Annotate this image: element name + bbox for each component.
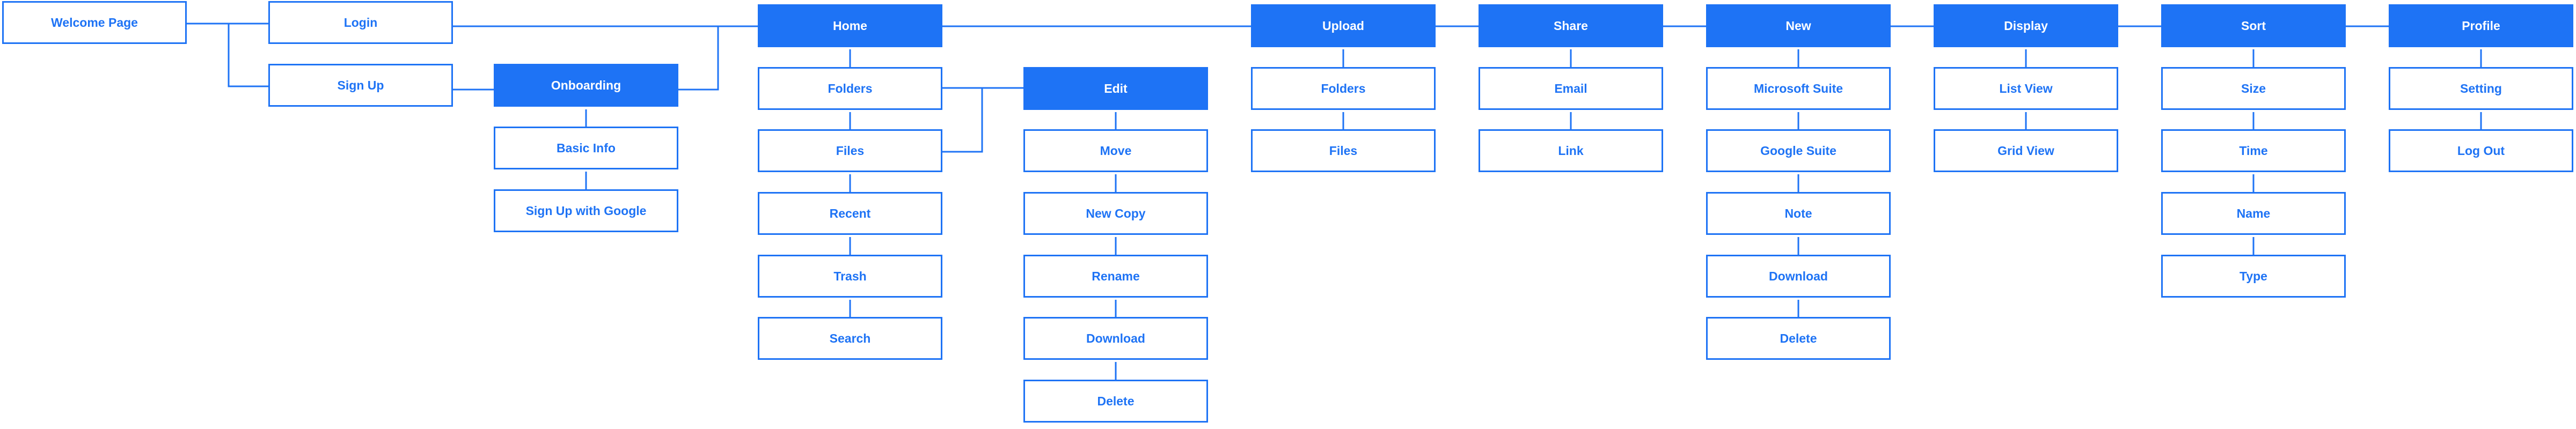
node-sort-name[interactable]: Name	[2161, 192, 2346, 235]
node-edit-delete[interactable]: Delete	[1023, 380, 1208, 423]
node-home-search[interactable]: Search	[758, 317, 942, 360]
connector-welcome-signup	[228, 24, 268, 87]
node-home-folders[interactable]: Folders	[758, 67, 942, 110]
node-new[interactable]: New	[1706, 4, 1891, 47]
node-new-microsoft-suite[interactable]: Microsoft Suite	[1706, 67, 1891, 110]
node-share[interactable]: Share	[1479, 4, 1663, 47]
node-upload-files[interactable]: Files	[1251, 129, 1436, 172]
node-sign-up[interactable]: Sign Up	[268, 64, 453, 107]
node-basic-info[interactable]: Basic Info	[494, 127, 678, 169]
node-share-link[interactable]: Link	[1479, 129, 1663, 172]
node-home-recent[interactable]: Recent	[758, 192, 942, 235]
node-upload[interactable]: Upload	[1251, 4, 1436, 47]
node-display-grid-view[interactable]: Grid View	[1934, 129, 2118, 172]
node-sort-type[interactable]: Type	[2161, 255, 2346, 298]
node-onboarding[interactable]: Onboarding	[494, 64, 678, 107]
node-profile-setting[interactable]: Setting	[2389, 67, 2573, 110]
node-display[interactable]: Display	[1934, 4, 2118, 47]
node-sort-size[interactable]: Size	[2161, 67, 2346, 110]
node-home[interactable]: Home	[758, 4, 942, 47]
node-profile[interactable]: Profile	[2389, 4, 2573, 47]
node-welcome-page[interactable]: Welcome Page	[2, 1, 187, 44]
node-home-trash[interactable]: Trash	[758, 255, 942, 298]
node-sort-time[interactable]: Time	[2161, 129, 2346, 172]
connector-onboarding-home	[678, 26, 719, 91]
node-sort[interactable]: Sort	[2161, 4, 2346, 47]
node-share-email[interactable]: Email	[1479, 67, 1663, 110]
node-edit[interactable]: Edit	[1023, 67, 1208, 110]
node-login[interactable]: Login	[268, 1, 453, 44]
node-home-files[interactable]: Files	[758, 129, 942, 172]
node-edit-new-copy[interactable]: New Copy	[1023, 192, 1208, 235]
connector-files-edit	[942, 88, 983, 153]
node-profile-log-out[interactable]: Log Out	[2389, 129, 2573, 172]
node-new-delete[interactable]: Delete	[1706, 317, 1891, 360]
node-new-note[interactable]: Note	[1706, 192, 1891, 235]
node-new-download[interactable]: Download	[1706, 255, 1891, 298]
node-upload-folders[interactable]: Folders	[1251, 67, 1436, 110]
node-edit-download[interactable]: Download	[1023, 317, 1208, 360]
node-sign-up-with-google[interactable]: Sign Up with Google	[494, 189, 678, 232]
node-new-google-suite[interactable]: Google Suite	[1706, 129, 1891, 172]
node-edit-rename[interactable]: Rename	[1023, 255, 1208, 298]
node-display-list-view[interactable]: List View	[1934, 67, 2118, 110]
node-edit-move[interactable]: Move	[1023, 129, 1208, 172]
